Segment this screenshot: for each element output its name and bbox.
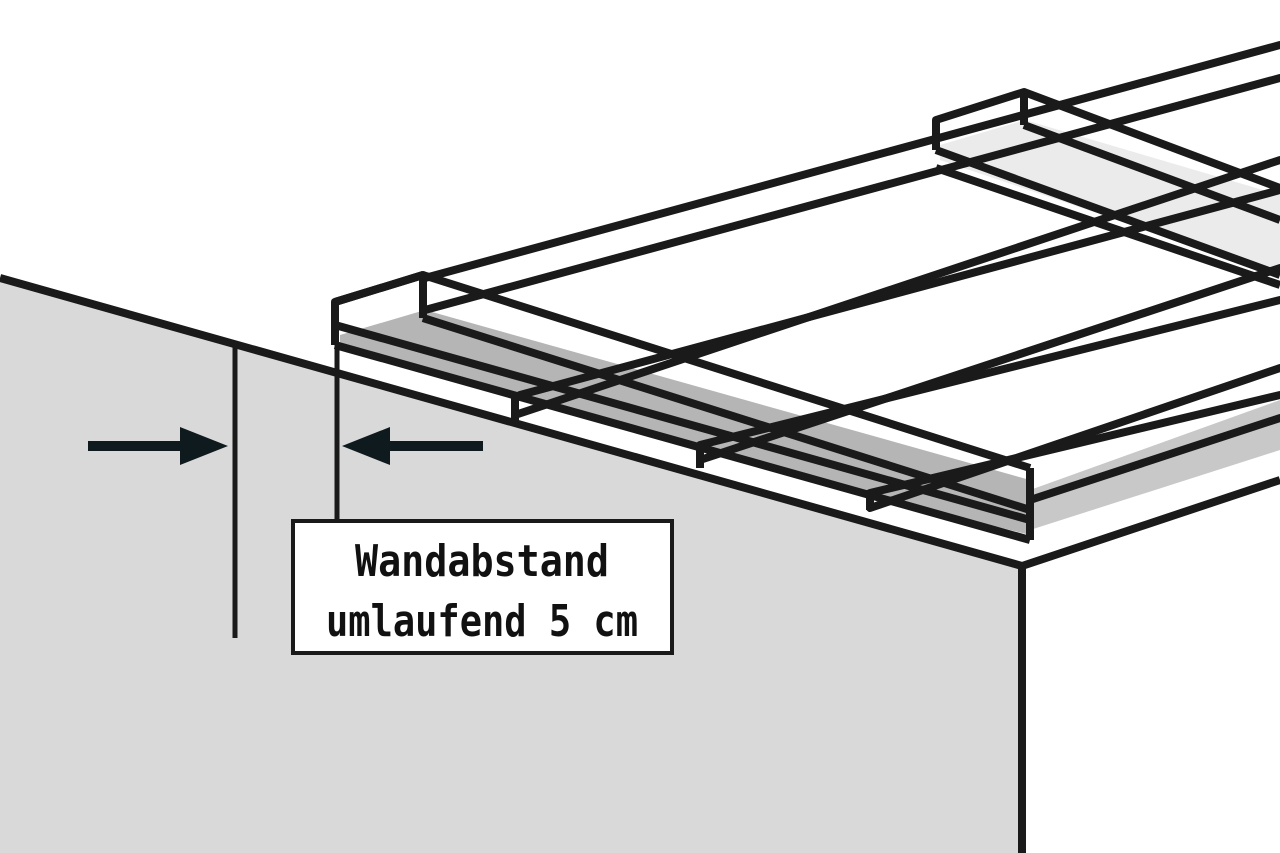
back-crossbar: [932, 88, 1280, 289]
label-line-2: umlaufend 5 cm: [326, 596, 638, 647]
front-crossbar: [331, 271, 1034, 544]
label-box: [291, 519, 674, 655]
right-rail-shade: [1030, 400, 1280, 530]
ceiling-rails: [421, 41, 1280, 512]
arrow-left-icon: [342, 427, 483, 465]
label-line-1: Wandabstand: [355, 536, 609, 587]
back-crossbar-shade: [940, 120, 1280, 275]
arrow-right-icon: [88, 427, 228, 465]
